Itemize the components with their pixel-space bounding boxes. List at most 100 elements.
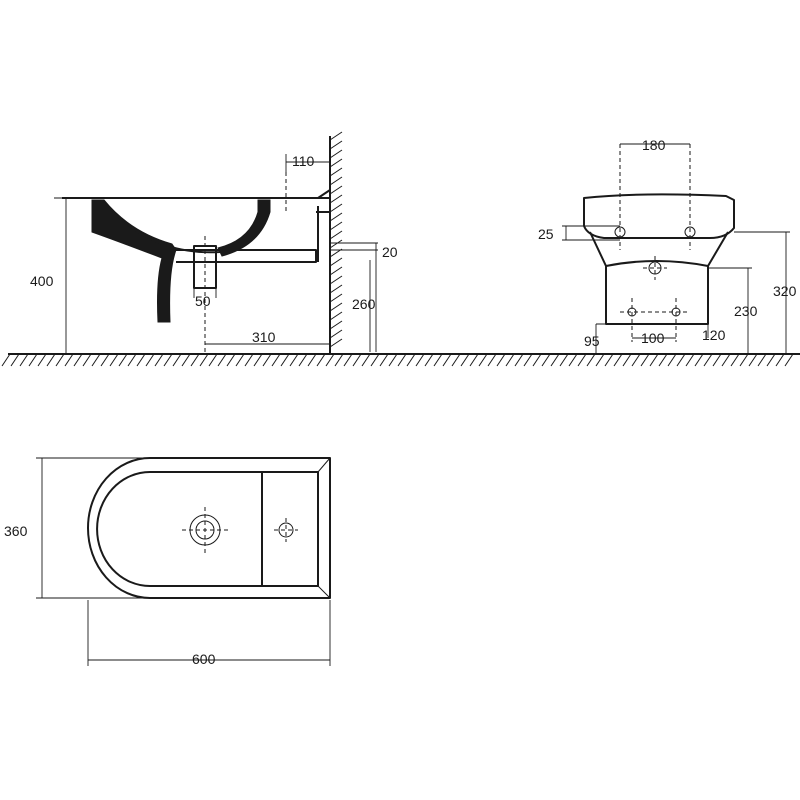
floor-hatch-mark [541,353,551,367]
floor-hatch-mark [190,353,200,367]
floor-hatch-mark [496,353,506,367]
wall-hatch-mark [329,203,343,213]
front-rim [583,193,735,239]
floor-hatch-mark [586,353,596,367]
wall-hatch-mark [329,311,343,321]
front-dimensions [562,143,790,354]
wall-hatch-mark [329,131,343,141]
wall-hatch-mark [329,140,343,150]
floor-hatch-mark [523,353,533,367]
floor-hatch-mark [757,353,767,367]
floor-hatch-mark [676,353,686,367]
floor-hatch-mark [217,353,227,367]
dim-top-width: 360 [4,523,28,539]
floor-hatch-mark [658,353,668,367]
top-view [87,457,331,599]
wall-hatch-mark [329,293,343,303]
floor-hatch-mark [127,353,137,367]
floor-hatch-mark [505,353,515,367]
floor-hatch-mark [181,353,191,367]
front-tap-hole-left [614,226,626,238]
floor-hatch [1,353,794,367]
floor-hatch-mark [514,353,524,367]
wall-hatch-mark [329,158,343,168]
floor-hatch-mark [379,353,389,367]
floor-hatch-mark [343,353,353,367]
floor-hatch-mark [1,353,11,367]
side-back-body [176,249,317,263]
floor-hatch-mark [613,353,623,367]
floor-hatch-mark [748,353,758,367]
floor-line [1,353,800,367]
side-dimensions [54,154,378,354]
floor-hatch-mark [433,353,443,367]
side-view [62,172,331,352]
dim-side-waste-distance: 310 [252,329,276,345]
floor-hatch-mark [298,353,308,367]
wall-hatch [329,131,343,348]
floor-hatch-mark [10,353,20,367]
floor-hatch-mark [64,353,74,367]
floor-hatch-mark [46,353,56,367]
floor-hatch-mark [487,353,497,367]
top-rear-deck [262,471,319,587]
floor-hatch-mark [595,353,605,367]
wall-hatch-mark [329,275,343,285]
dim-side-pipe-gap: 20 [382,244,398,260]
floor-hatch-mark [19,353,29,367]
side-rear-shelf [217,199,271,257]
floor-hatch-mark [442,353,452,367]
floor-hatch-mark [109,353,119,367]
floor-hatch-mark [244,353,254,367]
wall-hatch-mark [329,266,343,276]
front-neck [589,231,729,267]
floor-hatch-mark [316,353,326,367]
front-tap-hole-right [684,226,696,238]
floor-hatch-mark [307,353,317,367]
floor-hatch-mark [568,353,578,367]
wall-hatch-mark [329,149,343,159]
floor-hatch-mark [739,353,749,367]
wall-hatch-mark [329,302,343,312]
wall-hatch-mark [329,239,343,249]
floor-hatch-mark [667,353,677,367]
floor-hatch-mark [694,353,704,367]
floor-hatch-mark [271,353,281,367]
floor-hatch-mark [703,353,713,367]
side-bowl-body [91,199,177,323]
floor-hatch-mark [334,353,344,367]
dim-front-bolt-spacing: 100 [641,330,665,346]
floor-hatch-mark [100,353,110,367]
front-view [583,144,735,342]
top-dimensions [36,457,331,666]
floor-hatch-mark [559,353,569,367]
floor-hatch-mark [73,353,83,367]
wall-hatch-mark [329,257,343,267]
front-pedestal [605,260,709,325]
top-inner-outline [96,471,262,587]
floor-hatch-mark [208,353,218,367]
floor-hatch-mark [136,353,146,367]
floor-hatch-mark [775,353,785,367]
floor-hatch-mark [55,353,65,367]
dim-front-rim-offset: 25 [538,226,554,242]
floor-hatch-mark [280,353,290,367]
dim-top-length: 600 [192,651,216,667]
floor-hatch-mark [253,353,263,367]
floor-hatch-mark [325,353,335,367]
floor-hatch-mark [163,353,173,367]
dim-side-waste-height: 260 [352,296,376,312]
floor-hatch-mark [28,353,38,367]
floor-hatch-mark [82,353,92,367]
floor-hatch-mark [622,353,632,367]
dim-front-height-total: 320 [773,283,797,299]
floor-hatch-mark [640,353,650,367]
dim-side-waste-width: 50 [195,293,211,309]
floor-hatch-mark [766,353,776,367]
floor-hatch-mark [604,353,614,367]
dim-front-left-offset: 95 [584,333,600,349]
floor-hatch-mark [721,353,731,367]
floor-hatch-mark [37,353,47,367]
wall [329,131,343,354]
dim-front-right-offset: 120 [702,327,726,343]
